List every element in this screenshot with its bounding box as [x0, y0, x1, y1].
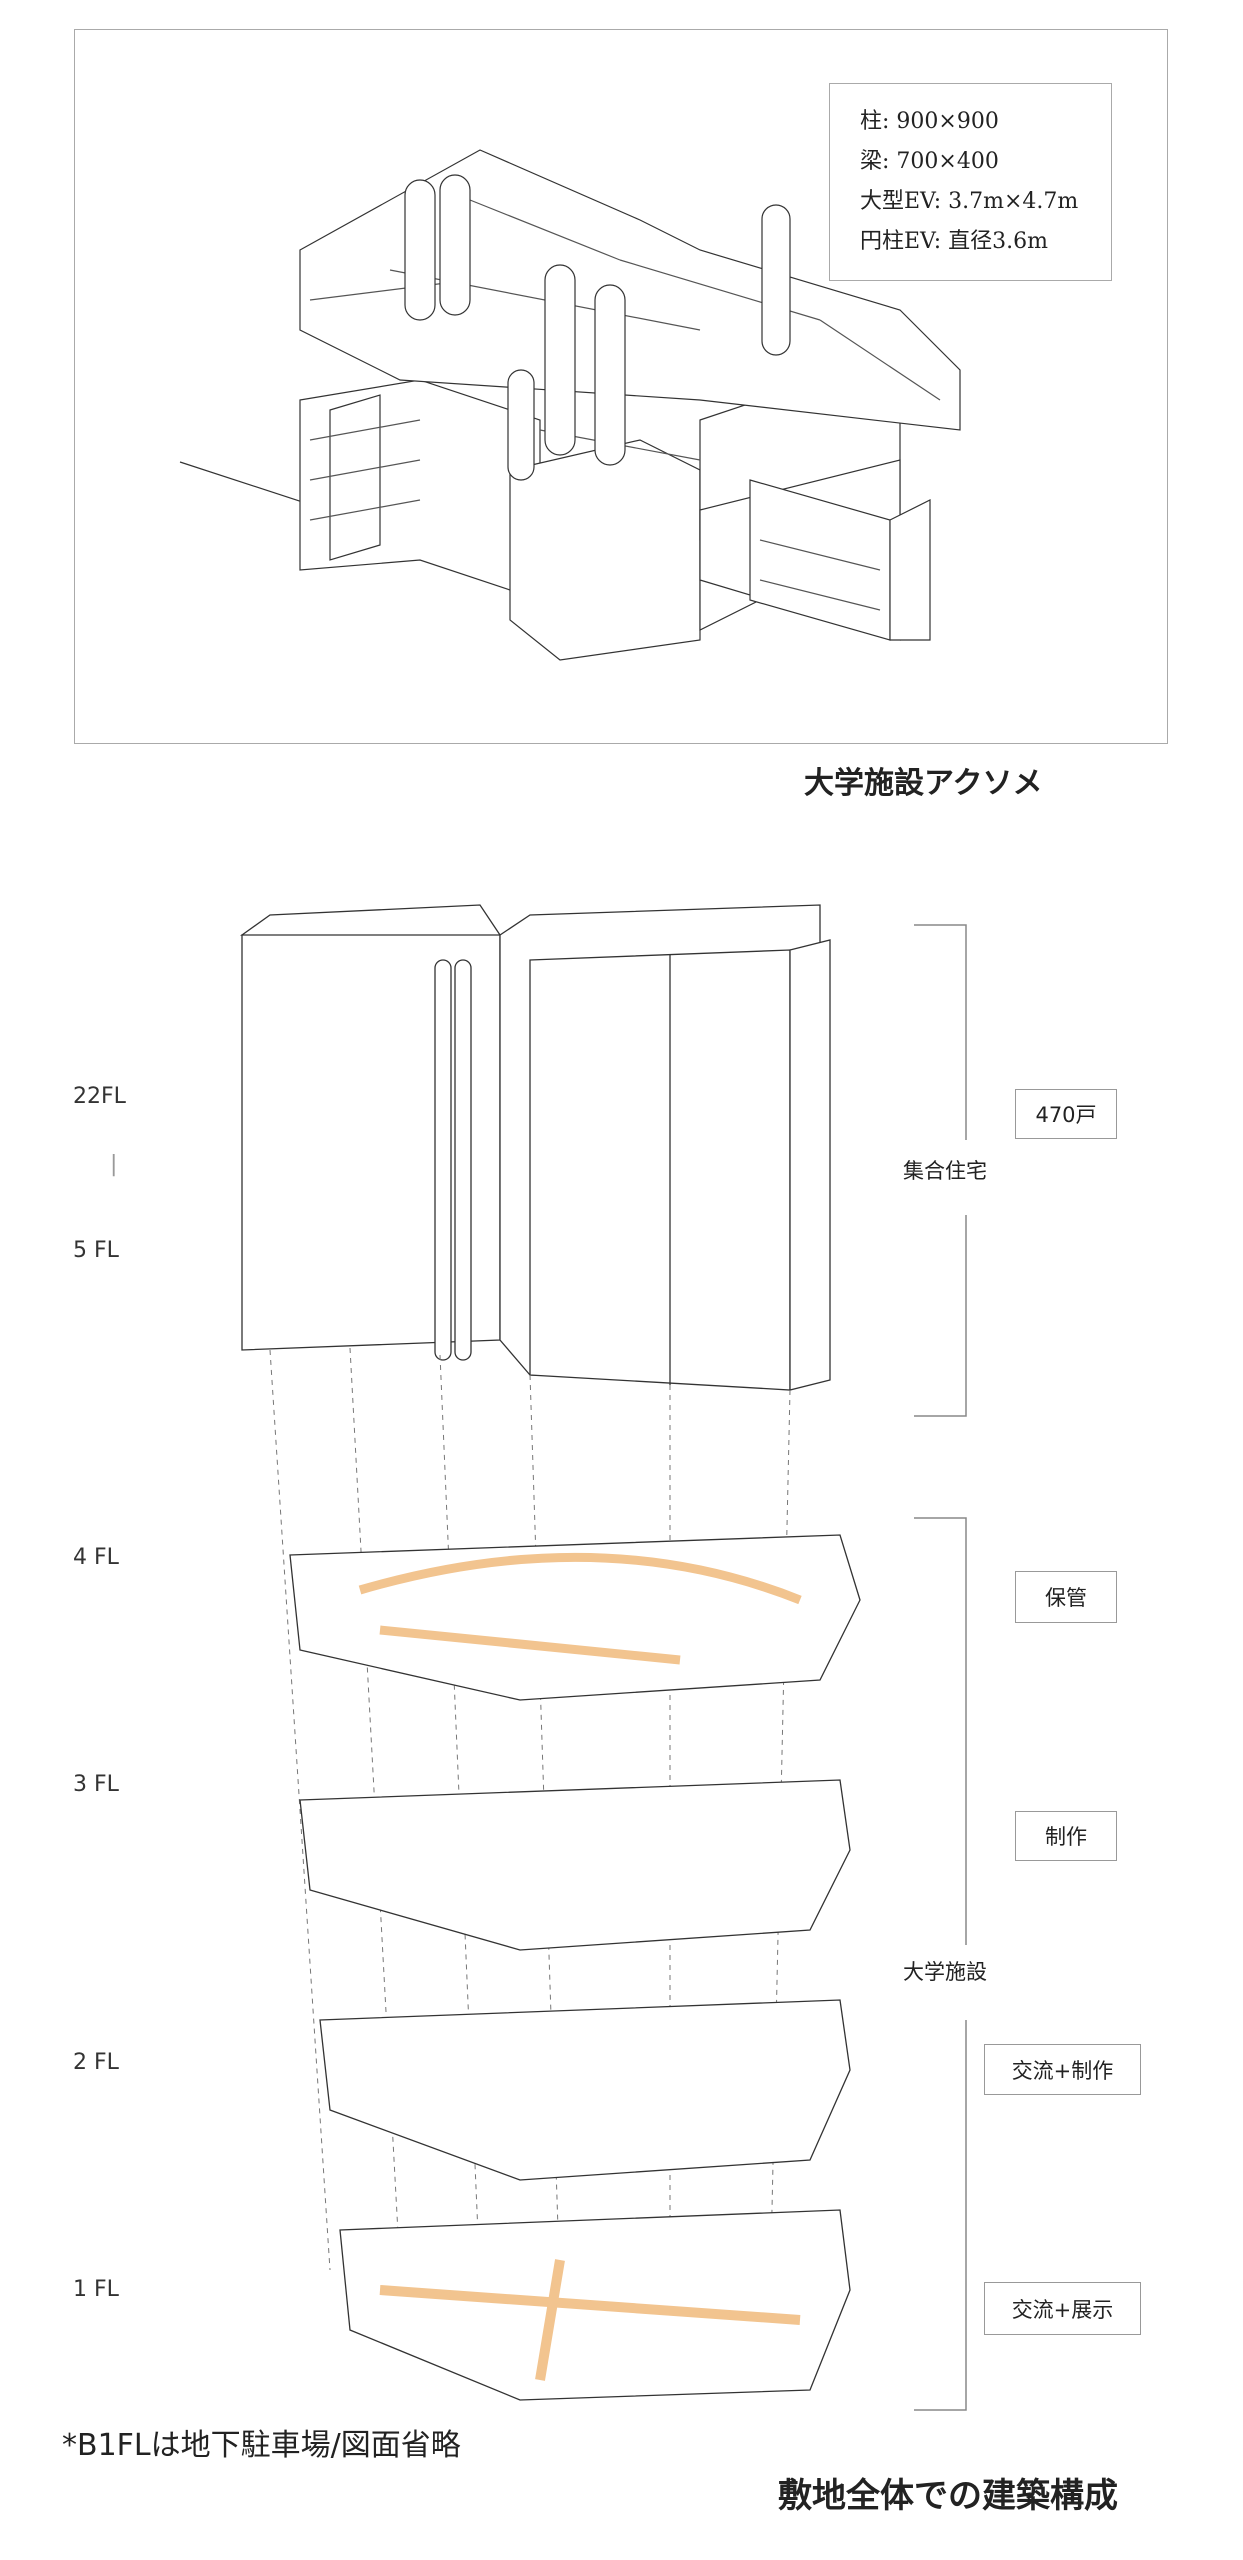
floor-plate-1fl — [339, 2209, 851, 2401]
tag-units: 470戸 — [1015, 1089, 1117, 1139]
group-label-residential: 集合住宅 — [903, 1159, 987, 1183]
floor-plates — [289, 1534, 861, 2401]
structure-legend: 柱: 900×900 梁: 700×400 大型EV: 3.7m×4.7m 円柱… — [829, 83, 1112, 281]
footnote-b1fl: *B1FLは地下駐車場/図面省略 — [62, 2428, 461, 2463]
floor-label-4fl: 4 FL — [73, 1545, 119, 1570]
university-axonometric — [179, 149, 961, 661]
tag-3fl-production: 制作 — [1015, 1811, 1117, 1861]
composition-caption: 敷地全体での建築構成 — [778, 2476, 1118, 2516]
legend-large-ev: 大型EV: 3.7m×4.7m — [860, 189, 1079, 214]
tag-2fl-exchange-production: 交流+制作 — [984, 2044, 1141, 2095]
floor-label-3fl: 3 FL — [73, 1772, 119, 1797]
legend-beam: 梁: 700×400 — [860, 149, 999, 174]
floor-label-5fl: 5 FL — [73, 1238, 119, 1263]
floor-label-1fl: 1 FL — [73, 2277, 119, 2302]
legend-cylinder-ev: 円柱EV: 直径3.6m — [860, 229, 1048, 254]
group-label-university: 大学施設 — [903, 1960, 987, 1984]
floor-plate-4fl — [289, 1534, 861, 1701]
legend-column: 柱: 900×900 — [860, 109, 999, 134]
axonometric-caption: 大学施設アクソメ — [804, 766, 1043, 801]
residential-tower — [239, 904, 831, 1391]
brackets — [914, 924, 967, 2411]
floor-plate-3fl — [299, 1779, 851, 1951]
tag-1fl-exchange-exhibition: 交流+展示 — [984, 2282, 1141, 2335]
floor-label-2fl: 2 FL — [73, 2050, 119, 2075]
floor-label-22fl: 22FL — [73, 1084, 126, 1109]
floor-range-divider: | — [110, 1152, 118, 1177]
floor-plate-2fl — [319, 1999, 851, 2181]
axonometric-frame — [74, 29, 1168, 744]
tag-4fl-storage: 保管 — [1015, 1571, 1117, 1623]
